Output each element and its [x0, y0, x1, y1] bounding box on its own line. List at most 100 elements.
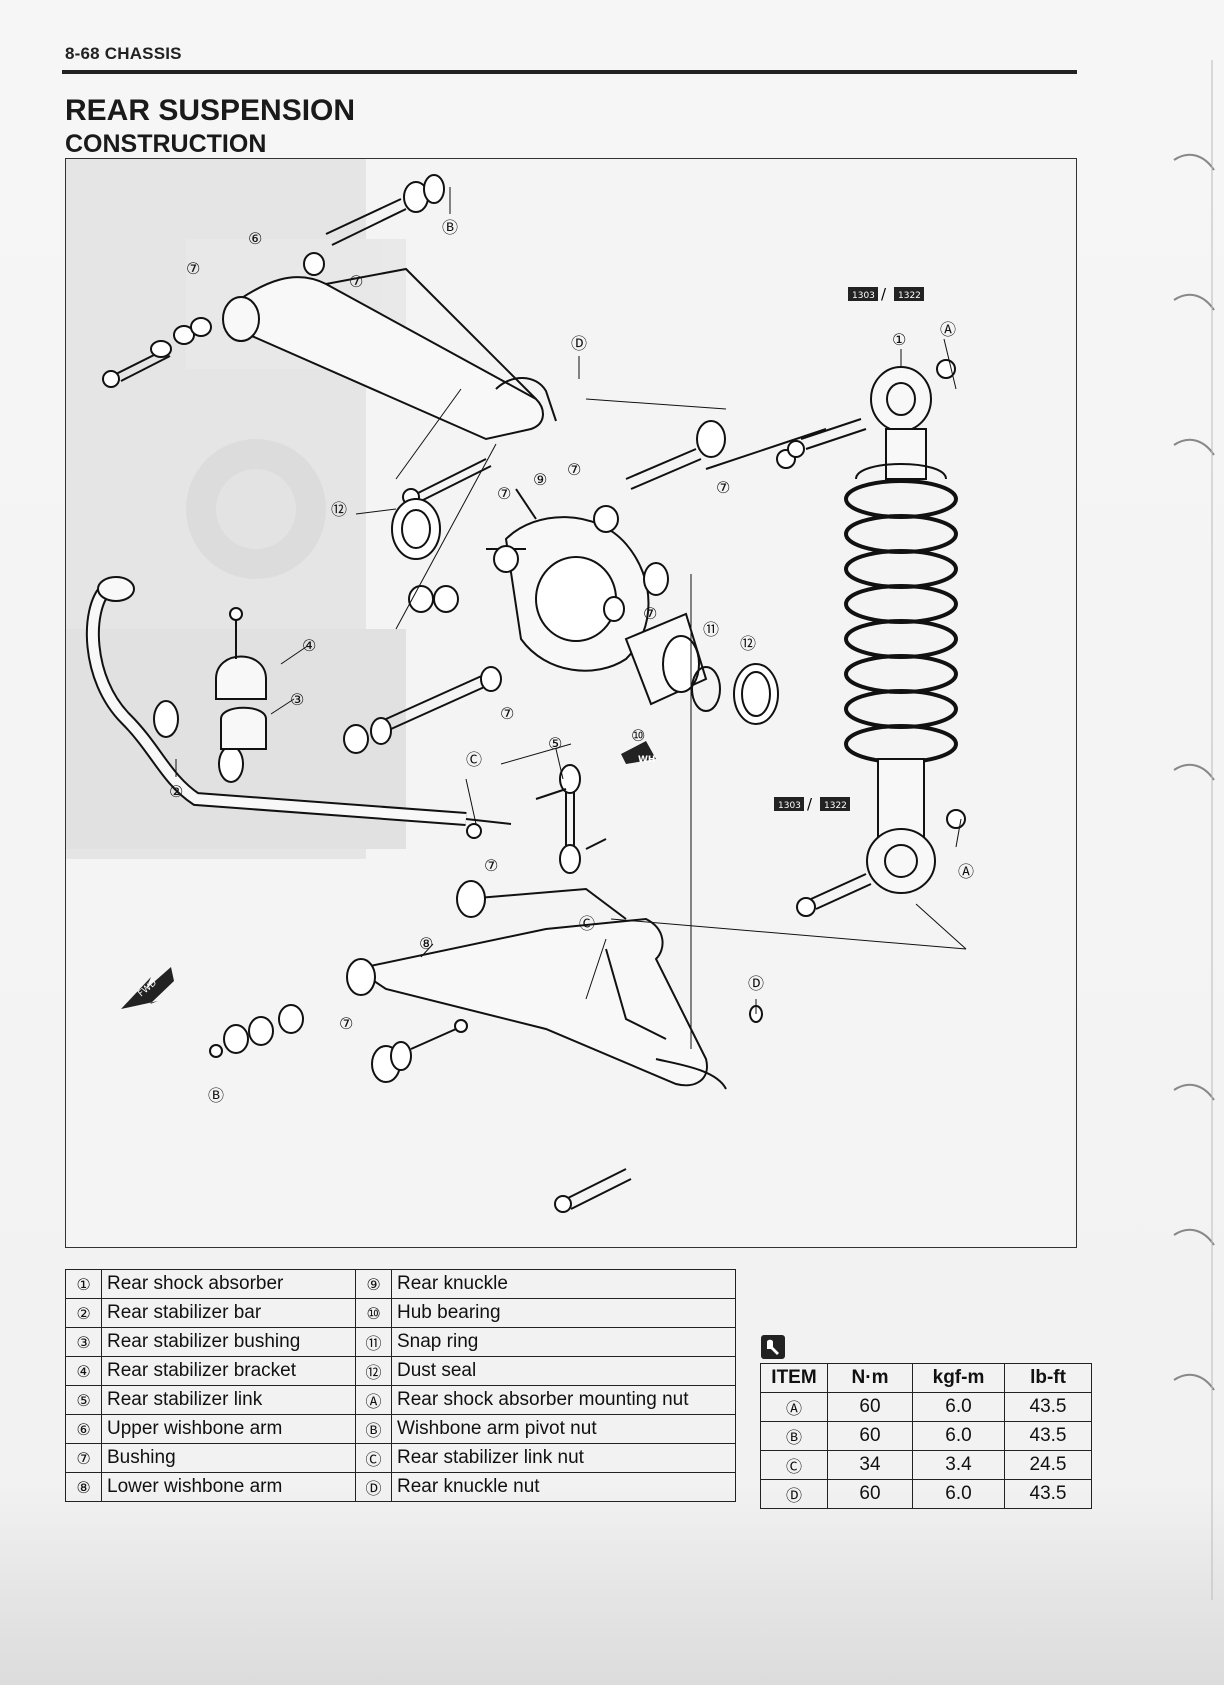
legend-row: ⑤ Rear stabilizer link Ⓐ Rear shock abso… [65, 1385, 736, 1415]
legend-row: ⑥ Upper wishbone arm Ⓑ Wishbone arm pivo… [65, 1414, 736, 1444]
torque-item: Ⓑ [760, 1421, 828, 1451]
rear-stabilizer-bar [85, 576, 512, 826]
legend-label: Lower wishbone arm [101, 1472, 356, 1502]
legend-num: ⑦ [65, 1443, 102, 1473]
torque-lbft: 24.5 [1004, 1450, 1092, 1480]
legend-label: Upper wishbone arm [101, 1414, 356, 1444]
callout-11: ⑪ [703, 620, 719, 639]
knuckle-bolts [391, 420, 827, 622]
callout-2: ② [169, 782, 183, 801]
callout-7-f: ⑦ [643, 604, 657, 623]
section-subtitle: CONSTRUCTION [65, 130, 267, 158]
legend-row: ⑦ Bushing Ⓒ Rear stabilizer link nut [65, 1443, 736, 1473]
legend-row: ① Rear shock absorber ⑨ Rear knuckle [65, 1269, 736, 1299]
torque-kgfm: 6.0 [912, 1392, 1005, 1422]
legend-num: ⑪ [355, 1327, 392, 1357]
upper-pivot-bolt [102, 174, 445, 388]
callout-3: ③ [290, 690, 304, 709]
legend-label: Rear stabilizer bracket [101, 1356, 356, 1386]
legend-num: ① [65, 1269, 102, 1299]
torque-spec-table: ITEM N·m kgf-m lb-ft Ⓐ 60 6.0 43.5 Ⓑ 60 … [760, 1363, 1092, 1509]
legend-label: Rear shock absorber mounting nut [391, 1385, 736, 1415]
legend-num: ⑩ [355, 1298, 392, 1328]
legend-num: Ⓒ [355, 1443, 392, 1473]
page-header: 8-68 CHASSIS [65, 44, 182, 63]
torque-lbft: 43.5 [1004, 1479, 1092, 1509]
legend-num: ② [65, 1298, 102, 1328]
callout-a-top: Ⓐ [940, 320, 956, 339]
callout-10: ⑩ [631, 726, 645, 745]
threadlock-marker-top: 1303 / 1322 [848, 285, 924, 303]
callout-5: ⑤ [548, 734, 562, 753]
callout-d-top: Ⓓ [571, 334, 587, 353]
legend-label: Bushing [101, 1443, 356, 1473]
legend-label: Rear stabilizer bar [101, 1298, 356, 1328]
callout-7-i: ⑦ [339, 1014, 353, 1033]
torque-item: Ⓐ [760, 1392, 828, 1422]
torque-nm: 60 [827, 1421, 913, 1451]
legend-num: Ⓓ [355, 1472, 392, 1502]
torque-nm: 60 [827, 1479, 913, 1509]
legend-row: ⑧ Lower wishbone arm Ⓓ Rear knuckle nut [65, 1472, 736, 1502]
torque-lbft: 43.5 [1004, 1392, 1092, 1422]
callout-c-b: Ⓒ [579, 914, 595, 933]
legend-label: Snap ring [391, 1327, 736, 1357]
section-title: REAR SUSPENSION [65, 94, 356, 127]
legend-num: ⑨ [355, 1269, 392, 1299]
threadlock-marker-bottom: 1303 / 1322 [774, 795, 850, 813]
legend-num: ⑤ [65, 1385, 102, 1415]
diagram-svg: FWD 1303 / 1322 1303 / 1322 WH [66, 159, 974, 1213]
legend-num: ⑧ [65, 1472, 102, 1502]
callout-7-e: ⑦ [716, 478, 730, 497]
legend-label: Rear knuckle nut [391, 1472, 736, 1502]
threadlock-1322-label: 1322 [898, 291, 921, 301]
torque-kgfm: 3.4 [912, 1450, 1005, 1480]
callout-12-b: ⑫ [740, 634, 756, 653]
callout-7-h: ⑦ [484, 856, 498, 875]
legend-label: Rear shock absorber [101, 1269, 356, 1299]
legend-row: ② Rear stabilizer bar ⑩ Hub bearing [65, 1298, 736, 1328]
torque-lbft: 43.5 [1004, 1421, 1092, 1451]
upper-wishbone-arm [222, 267, 557, 441]
header-rule [62, 70, 1077, 74]
legend-num: ⑥ [65, 1414, 102, 1444]
legend-label: Wishbone arm pivot nut [391, 1414, 736, 1444]
torque-row: Ⓑ 60 6.0 43.5 [760, 1421, 1092, 1451]
lower-wishbone-arm [346, 880, 727, 1090]
rear-knuckle [486, 488, 650, 672]
legend-label: Rear stabilizer bushing [101, 1327, 356, 1357]
torque-wrench-icon [761, 1335, 785, 1359]
threadlock-sep-label-2: / [807, 795, 813, 813]
torque-item: Ⓒ [760, 1450, 828, 1480]
callout-7-d: ⑦ [497, 484, 511, 503]
legend-label: Dust seal [391, 1356, 736, 1386]
grease-marker-wh: WH [621, 741, 656, 765]
legend-label: Hub bearing [391, 1298, 736, 1328]
torque-kgfm: 6.0 [912, 1479, 1005, 1509]
legend-num: Ⓐ [355, 1385, 392, 1415]
callout-b-top: Ⓑ [442, 218, 458, 237]
torque-header-row: ITEM N·m kgf-m lb-ft [760, 1363, 1092, 1393]
leader-lines [175, 187, 967, 1049]
torque-header-item: ITEM [760, 1363, 828, 1393]
parts-legend-table: ① Rear shock absorber ⑨ Rear knuckle ② R… [65, 1269, 736, 1502]
legend-num: ③ [65, 1327, 102, 1357]
legend-row: ③ Rear stabilizer bushing ⑪ Snap ring [65, 1327, 736, 1357]
threadlock-1322-label-2: 1322 [824, 801, 847, 811]
callout-7-c: ⑦ [567, 460, 581, 479]
callout-c-a: Ⓒ [466, 750, 482, 769]
legend-num: ⑫ [355, 1356, 392, 1386]
callout-1: ① [892, 330, 906, 349]
torque-nm: 34 [827, 1450, 913, 1480]
rear-shock-absorber [787, 359, 966, 917]
torque-kgfm: 6.0 [912, 1421, 1005, 1451]
callout-7-a: ⑦ [186, 259, 200, 278]
torque-row: Ⓓ 60 6.0 43.5 [760, 1479, 1092, 1509]
callout-12-a: ⑫ [331, 500, 347, 519]
lower-knuckle-bolt [343, 666, 502, 754]
legend-label: Rear knuckle [391, 1269, 736, 1299]
callout-a-bottom: Ⓐ [958, 862, 974, 881]
threadlock-1303-label-2: 1303 [778, 801, 801, 811]
callouts: Ⓑ ⑥ ⑦ ⑦ Ⓓ ① Ⓐ ⑦ ⑨ ⑦ ⑦ ⑫ ⑦ ⑪ ⑫ ④ ③ ⑩ ⑦ ⑤ [169, 218, 974, 1105]
legend-label: Rear stabilizer link [101, 1385, 356, 1415]
